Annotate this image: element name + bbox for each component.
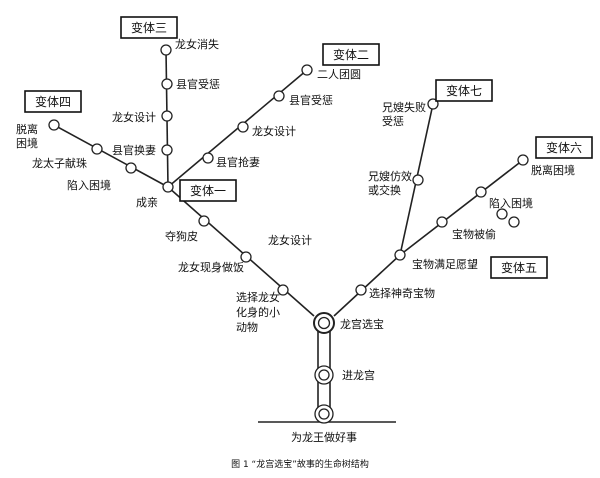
- label-dragon-girl-plot-v3: 龙女设计: [112, 110, 156, 124]
- svg-text:困境: 困境: [16, 136, 38, 150]
- svg-text:受惩: 受惩: [382, 115, 404, 128]
- label-wish-fulfilled: 宝物满足愿望: [412, 257, 478, 271]
- label-marry: 成亲: [136, 195, 158, 209]
- label-take-dog-skin: 夺狗皮: [165, 230, 198, 243]
- branch-v6: [399, 159, 524, 256]
- branch-right-main: [333, 254, 401, 317]
- label-trapped-v4: 陷入困境: [67, 178, 111, 192]
- variant-box-4: 变体四: [24, 90, 82, 113]
- svg-text:变体四: 变体四: [35, 94, 71, 109]
- variant-box-5: 变体五: [490, 256, 548, 279]
- label-escape-v6: 脱离困境: [531, 163, 575, 177]
- variant-box-6: 变体六: [535, 136, 593, 159]
- label-dragon-girl-appears: 龙女现身做饭: [178, 260, 244, 274]
- figure-caption: 图 1 “龙宫选宝”故事的生命树结构: [231, 458, 369, 470]
- variant-box-1: 变体一: [179, 179, 237, 202]
- svg-text:或交换: 或交换: [368, 183, 401, 197]
- event-labels: 为龙王做好事 进龙宫 龙宫选宝 选择龙女 化身的小 动物 选择神奇宝物 龙女现身…: [16, 37, 575, 444]
- label-brother-imitate: 兄嫂仿效: [368, 169, 412, 183]
- variant-box-3: 变体三: [120, 16, 178, 39]
- label-reunion: 二人团圆: [317, 68, 361, 81]
- label-official-punished-v3: 县官受惩: [176, 77, 220, 91]
- svg-text:动物: 动物: [236, 320, 258, 334]
- label-dragon-girl-plot-center: 龙女设计: [268, 233, 312, 247]
- label-brother-punished: 兄嫂失败: [382, 100, 426, 114]
- label-official-punished-v2: 县官受惩: [289, 93, 333, 107]
- label-enter-palace: 进龙宫: [342, 368, 375, 382]
- label-dragon-prince-pearl: 龙太子献珠: [32, 156, 87, 170]
- label-dragon-girl-vanish: 龙女消失: [175, 37, 219, 51]
- branch-left-main: [167, 186, 315, 317]
- variant-box-7: 变体七: [435, 79, 493, 102]
- label-official-seize: 县官抢妻: [216, 155, 260, 169]
- svg-text:变体五: 变体五: [501, 260, 537, 275]
- svg-text:变体一: 变体一: [190, 183, 226, 198]
- svg-text:变体三: 变体三: [131, 20, 167, 35]
- trunk-nodes: [313, 312, 335, 424]
- svg-text:化身的小: 化身的小: [236, 305, 280, 319]
- label-official-swap: 县官换妻: [112, 143, 156, 157]
- svg-text:变体二: 变体二: [333, 47, 369, 62]
- label-treasure-stolen: 宝物被偷: [452, 227, 496, 241]
- branches: [53, 49, 524, 317]
- variant-box-2: 变体二: [322, 43, 380, 66]
- label-choose-treasure: 选择神奇宝物: [369, 286, 435, 300]
- label-root: 为龙王做好事: [291, 430, 357, 444]
- label-palace-pick: 龙宫选宝: [340, 317, 384, 331]
- label-choose-animal: 选择龙女: [236, 290, 280, 304]
- branch-v4: [53, 124, 169, 188]
- event-nodes: [48, 44, 529, 296]
- svg-text:变体七: 变体七: [446, 83, 482, 98]
- label-trapped-v6: 陷入困境: [489, 196, 533, 210]
- svg-text:变体六: 变体六: [546, 140, 582, 155]
- label-escape-v4: 脱离: [16, 122, 38, 136]
- label-dragon-girl-plot-v2: 龙女设计: [252, 124, 296, 138]
- branch-v2: [167, 69, 308, 188]
